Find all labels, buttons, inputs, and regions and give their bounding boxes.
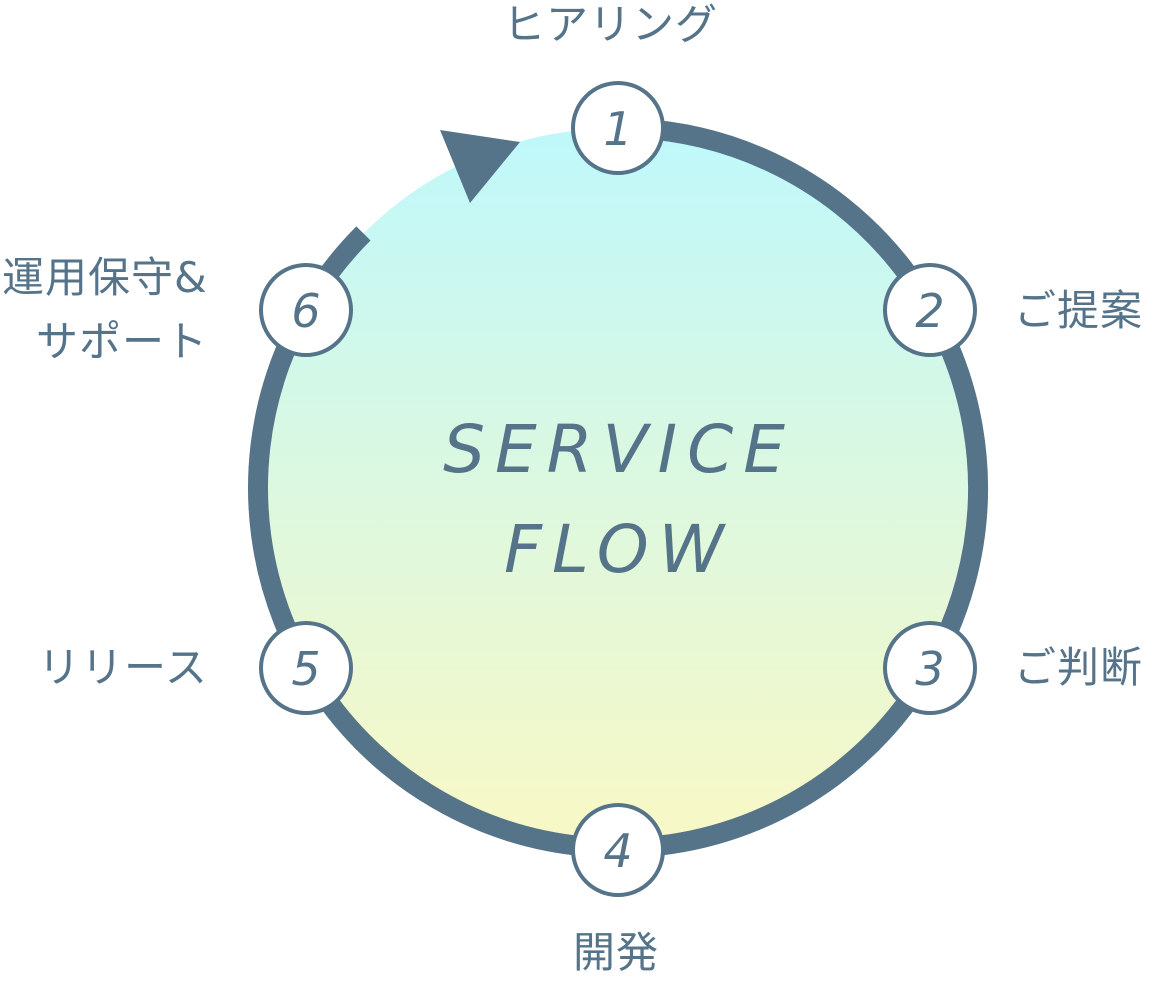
step-label-5: リリース [38, 643, 208, 692]
step-node-circle [571, 81, 665, 175]
step-label-6-line-2: サポート [36, 317, 209, 366]
center-title: SERVICE FLOW [419, 400, 819, 600]
step-label-2: ご提案 [1014, 286, 1144, 335]
step-node-circle [883, 621, 977, 715]
center-title-line-1: SERVICE [443, 411, 795, 488]
step-label-3: ご判断 [1014, 643, 1144, 692]
center-title-line-2: FLOW [504, 511, 734, 588]
flow-ring [248, 118, 988, 858]
step-label-4: 開発 [573, 928, 660, 977]
step-number: 1 [603, 102, 632, 156]
step-node-3: 3 [883, 621, 977, 715]
step-node-circle [571, 803, 665, 897]
flow-circle-fill [258, 128, 978, 848]
step-node-1: 1 [571, 81, 665, 175]
step-node-4: 4 [571, 803, 665, 897]
step-node-circle [259, 263, 353, 357]
step-number: 6 [291, 284, 320, 338]
step-label-6-line-1: 運用保守& [2, 253, 208, 302]
step-label-1: ヒアリング [503, 0, 719, 49]
step-number: 3 [915, 642, 944, 696]
step-number: 4 [603, 824, 632, 878]
step-node-2: 2 [883, 263, 977, 357]
step-number: 5 [291, 642, 320, 696]
step-node-6: 6 [259, 263, 353, 357]
step-number: 2 [915, 284, 944, 338]
flow-arrow-head-icon [440, 130, 520, 203]
step-node-circle [259, 621, 353, 715]
step-node-5: 5 [259, 621, 353, 715]
step-node-circle [883, 263, 977, 357]
